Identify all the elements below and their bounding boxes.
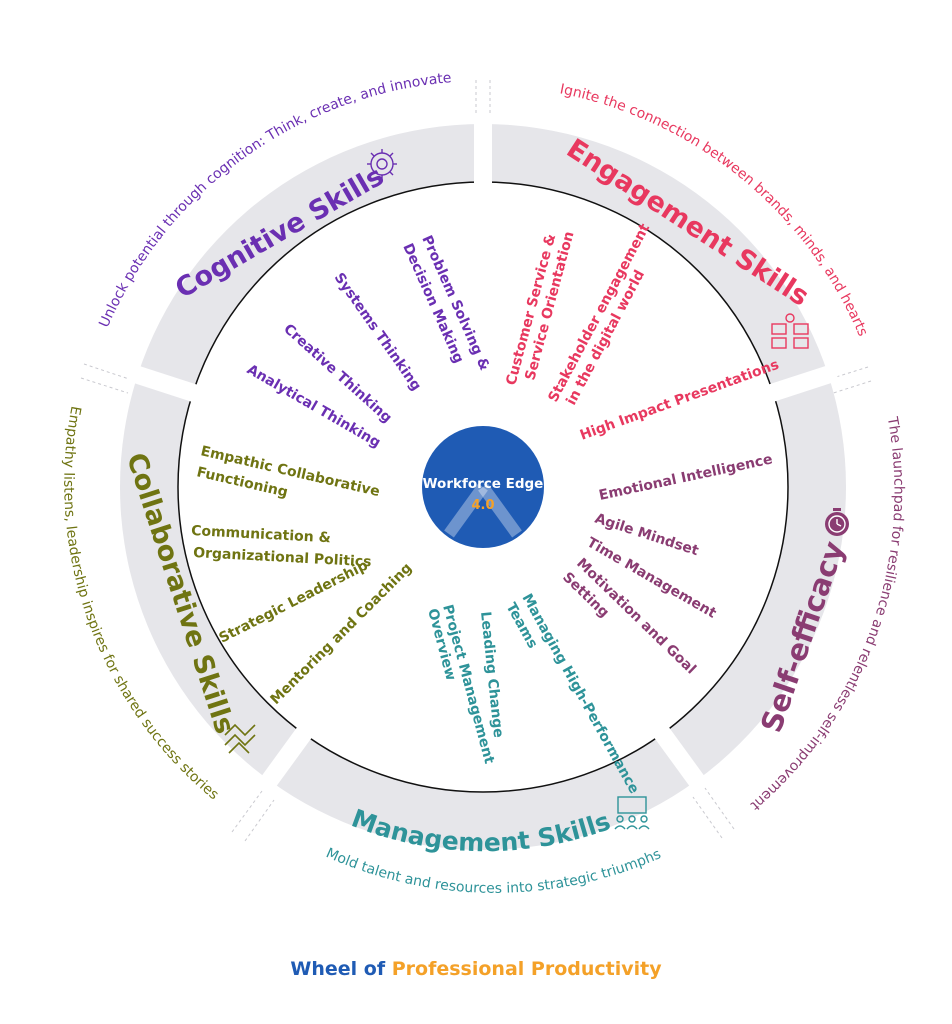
collaborative-item: Communication & bbox=[191, 523, 331, 546]
spokes bbox=[126, 115, 839, 794]
center-title: Workforce Edge bbox=[423, 476, 544, 492]
center-spoke-overlay bbox=[444, 483, 522, 538]
lightbulb-gear-icon bbox=[367, 149, 397, 179]
footer-title-part1: Wheel of bbox=[290, 958, 392, 980]
stopwatch-icon bbox=[825, 508, 849, 536]
diagram-footer-title: Wheel of Professional Productivity bbox=[0, 958, 952, 980]
presentation-team-icon bbox=[614, 796, 650, 830]
center-circle bbox=[422, 426, 544, 548]
footer-title-part2: Professional Productivity bbox=[391, 958, 662, 980]
handshake-icon bbox=[224, 723, 256, 754]
dashed-dividers bbox=[80, 80, 872, 842]
team-network-icon bbox=[771, 313, 809, 349]
center-version: 4.0 bbox=[471, 498, 494, 513]
